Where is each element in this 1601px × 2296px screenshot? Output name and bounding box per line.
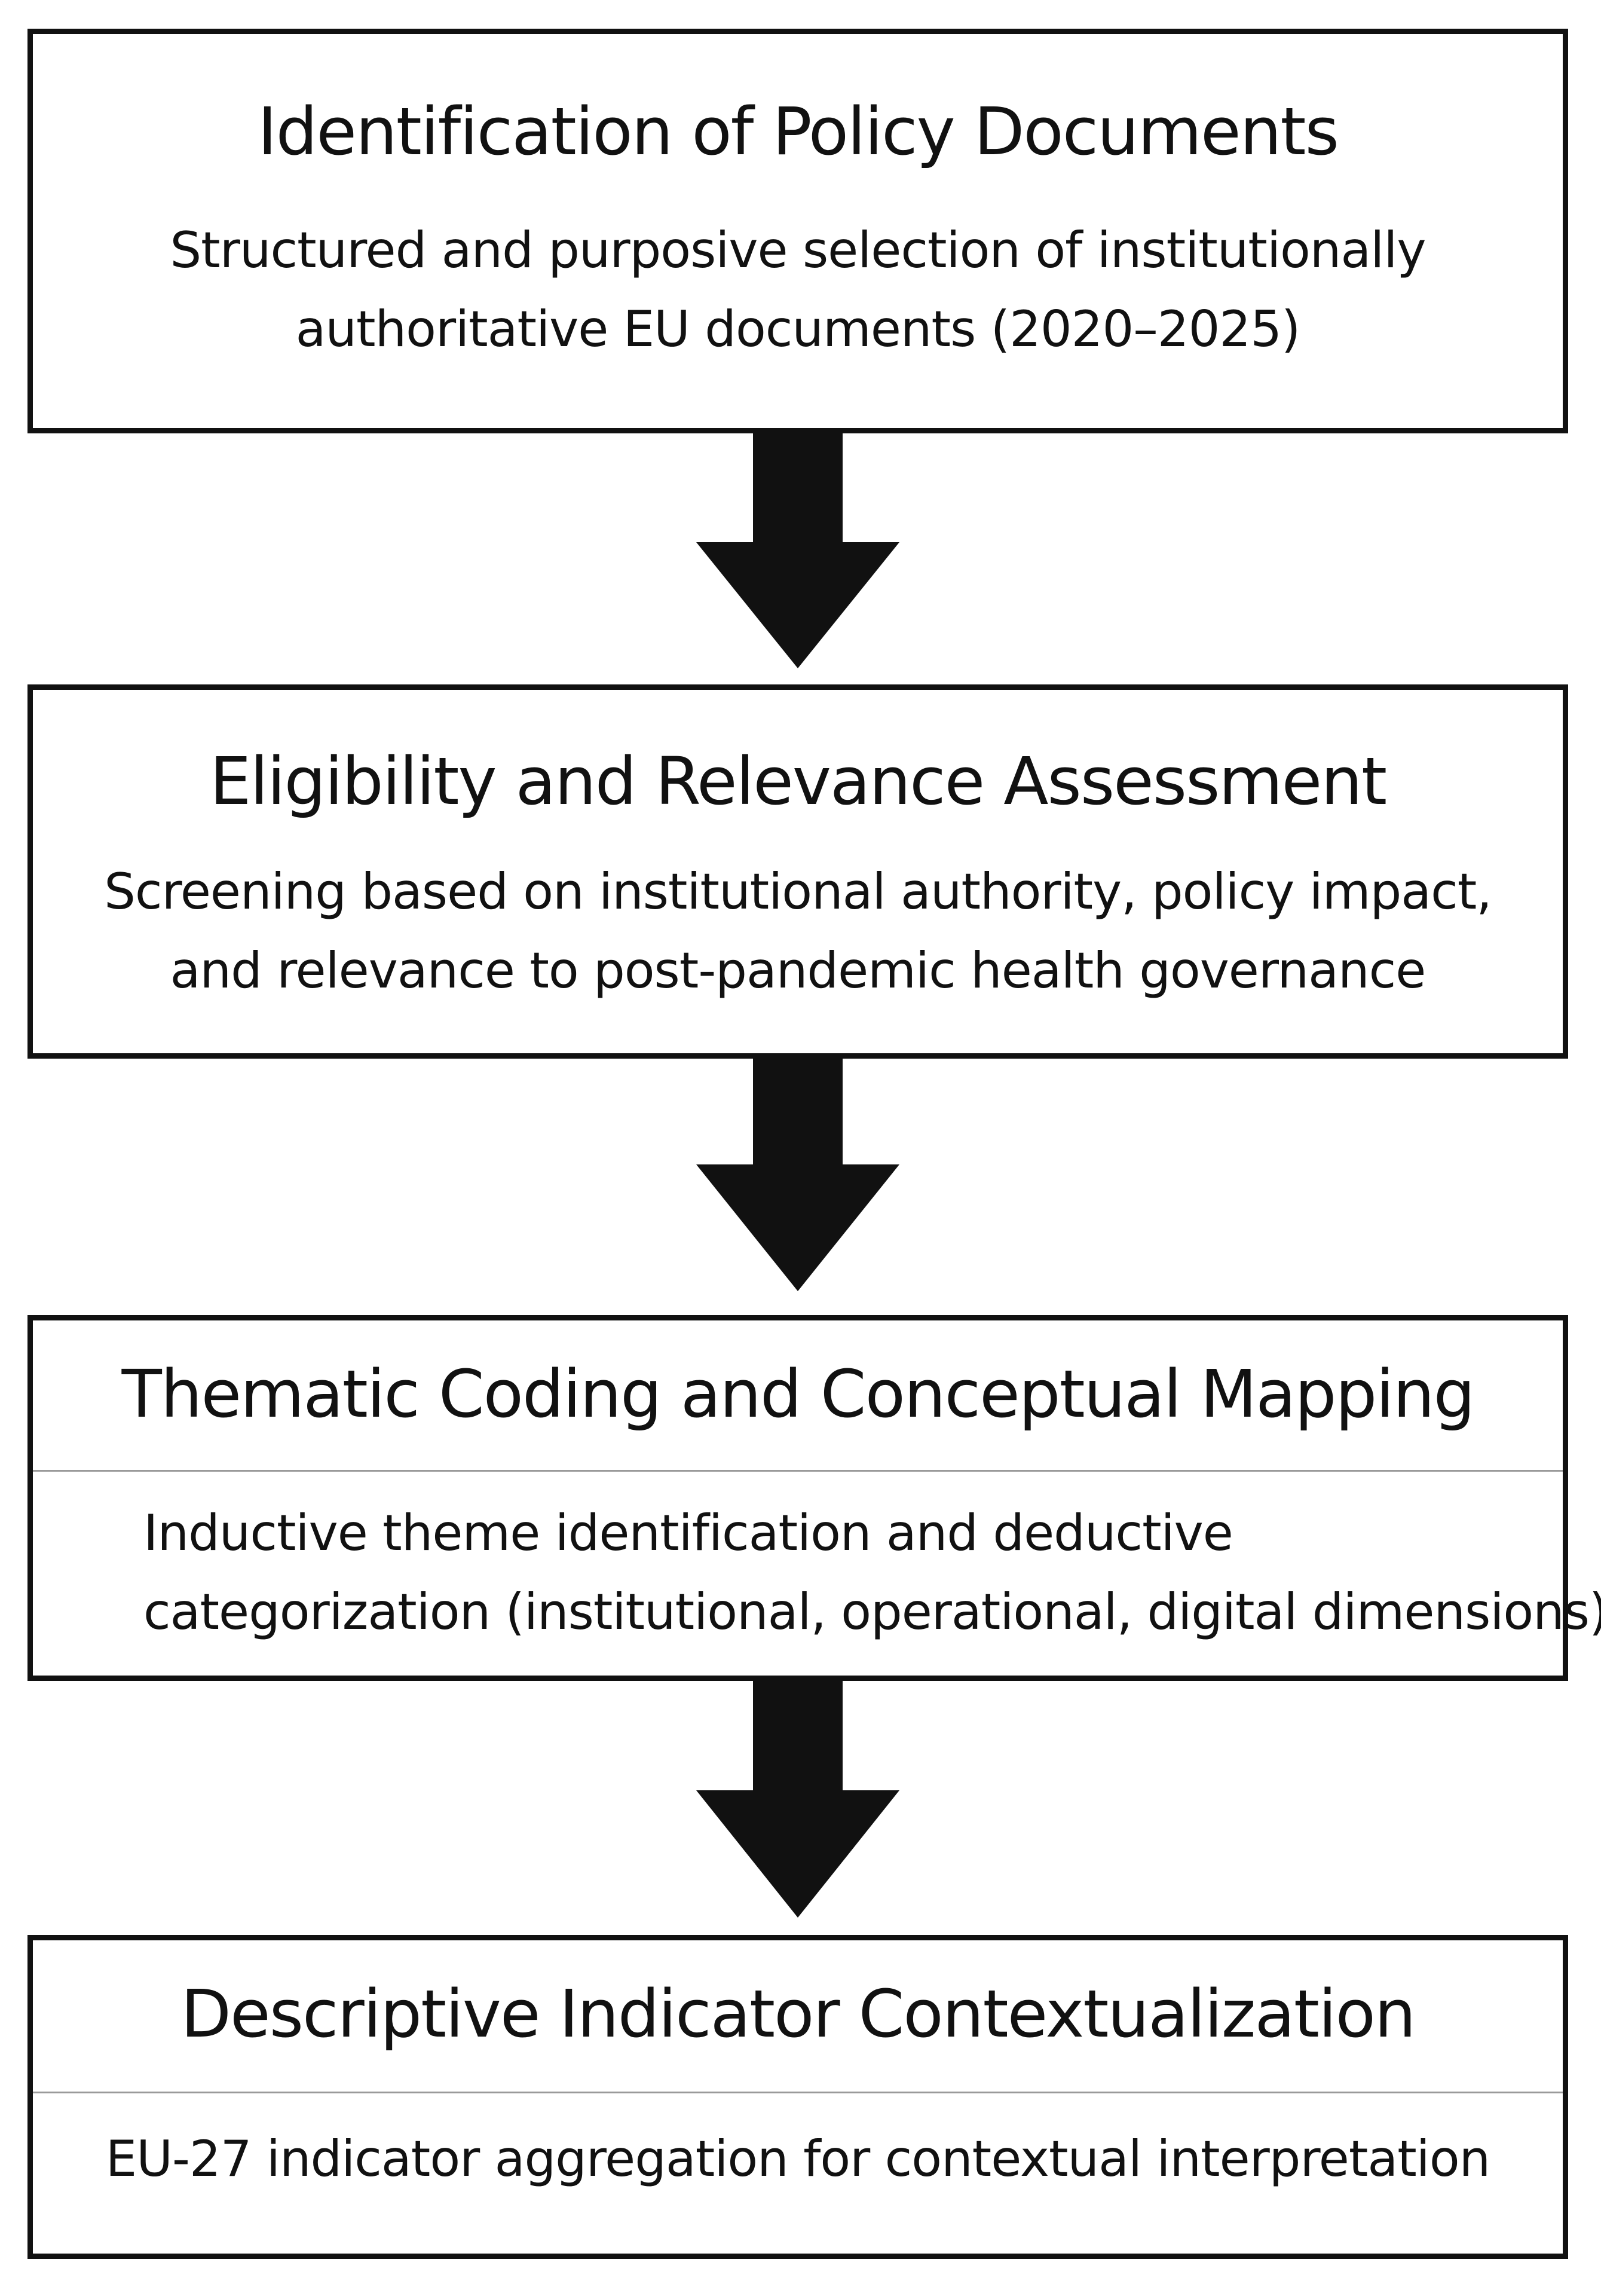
step-description-line: Screening based on institutional authori…	[104, 863, 1492, 921]
down-arrow-icon	[696, 1680, 899, 1918]
step-description: Structured and purposive selection of in…	[33, 211, 1563, 369]
step-description: Screening based on institutional authori…	[33, 852, 1563, 1010]
divider	[33, 2092, 1563, 2093]
step-box-indicator-contextualization: Descriptive Indicator Contextualization …	[27, 1935, 1568, 2259]
step-description-line: Inductive theme identification and deduc…	[143, 1504, 1233, 1562]
step-title: Eligibility and Relevance Assessment	[209, 743, 1387, 820]
step-description-line: authoritative EU documents (2020–2025)	[295, 300, 1301, 358]
step-description-line: EU-27 indicator aggregation for contextu…	[105, 2130, 1490, 2188]
step-box-thematic-coding: Thematic Coding and Conceptual Mapping I…	[27, 1315, 1601, 1681]
step-title: Identification of Policy Documents	[258, 93, 1339, 170]
down-arrow-icon	[696, 432, 899, 668]
step-box-eligibility: Eligibility and Relevance Assessment Scr…	[27, 684, 1568, 1059]
step-title: Descriptive Indicator Contextualization	[180, 1976, 1416, 2052]
divider	[33, 1470, 1563, 1472]
down-arrow-icon	[696, 1057, 899, 1291]
step-description-line: Structured and purposive selection of in…	[170, 221, 1426, 279]
step-box-identification: Identification of Policy Documents Struc…	[27, 29, 1568, 433]
step-title: Thematic Coding and Conceptual Mapping	[121, 1356, 1476, 1432]
step-description: EU-27 indicator aggregation for contextu…	[33, 2120, 1563, 2199]
step-description-line: and relevance to post-pandemic health go…	[170, 941, 1426, 999]
step-description: Inductive theme identification and deduc…	[33, 1494, 1601, 1652]
step-description-line: categorization (institutional, operation…	[143, 1583, 1601, 1641]
